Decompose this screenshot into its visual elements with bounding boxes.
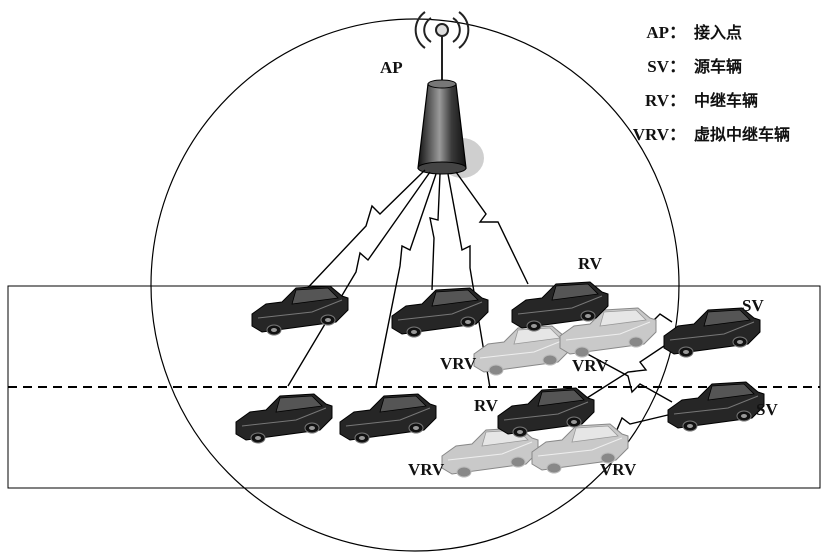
link-ap-car6 <box>456 172 528 284</box>
vrv-label-c: VRV <box>408 460 444 480</box>
car-3 <box>236 394 332 443</box>
legend-value: 虚拟中继车辆 <box>694 121 790 145</box>
legend-row-vrv: VRV： 虚拟中继车辆 <box>616 120 790 145</box>
car-2 <box>392 288 488 337</box>
ap-tower <box>416 12 484 178</box>
vrv-car-a <box>474 326 570 375</box>
sv-car-mid <box>668 382 764 431</box>
car-1 <box>252 286 348 335</box>
legend-value: 源车辆 <box>694 53 742 77</box>
sv-label-top: SV <box>742 296 764 316</box>
link-ap-car2 <box>288 172 430 386</box>
sv-label-mid: SV <box>756 400 778 420</box>
legend-value: 接入点 <box>694 19 742 43</box>
legend-row-rv: RV： 中继车辆 <box>616 86 758 111</box>
legend-key: AP： <box>616 18 686 43</box>
legend-key: RV： <box>616 86 686 111</box>
car-4 <box>340 394 436 443</box>
legend-value: 中继车辆 <box>694 87 758 111</box>
legend-row-ap: AP： 接入点 <box>616 18 742 43</box>
link-ap-car4 <box>430 174 440 290</box>
legend-key: VRV： <box>616 120 686 145</box>
legend-row-sv: SV： 源车辆 <box>616 52 742 77</box>
ap-label: AP <box>380 58 403 78</box>
vrv-label-d: VRV <box>600 460 636 480</box>
link-ap-car1 <box>300 170 425 296</box>
rv-label-top: RV <box>578 254 602 274</box>
vrv-label-b: VRV <box>572 356 608 376</box>
rv-label-mid: RV <box>474 396 498 416</box>
legend-key: SV： <box>616 52 686 77</box>
vrv-label-a: VRV <box>440 354 476 374</box>
